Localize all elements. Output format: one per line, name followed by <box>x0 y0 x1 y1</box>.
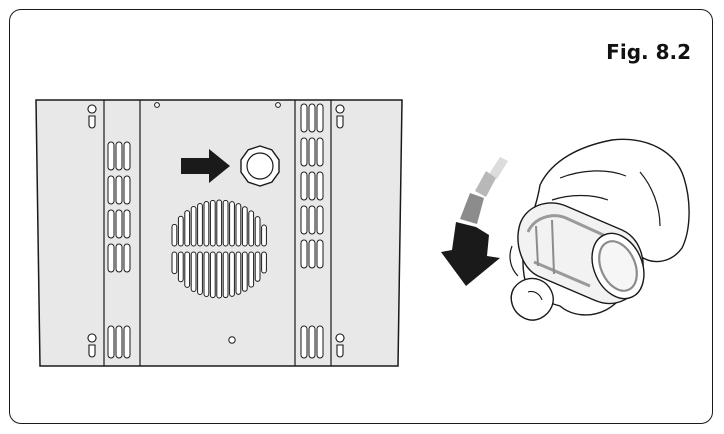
grille-slot <box>216 199 223 247</box>
grille-slot <box>190 205 197 247</box>
grille-slot <box>261 224 267 247</box>
hand-unscrewing-lamp-cover <box>441 138 690 321</box>
vent-slot <box>300 325 308 359</box>
grille-slot <box>209 199 216 247</box>
screw-hole <box>228 336 236 344</box>
vent-slot <box>123 175 131 205</box>
grille-slot <box>197 203 203 247</box>
oven-back-panel <box>35 99 403 367</box>
hand-thumb <box>510 277 554 321</box>
vent-slot <box>316 239 324 269</box>
grille-slot <box>171 223 178 247</box>
vent-slot <box>316 205 324 235</box>
grille-slot <box>229 201 235 247</box>
keyhole-slot-icon <box>335 333 345 358</box>
screw-hole <box>154 102 160 108</box>
vent-slot <box>300 171 308 201</box>
grille-slot <box>241 251 248 292</box>
grille-slot <box>190 251 197 293</box>
grille-slot <box>254 251 261 282</box>
vent-slot <box>308 171 316 201</box>
vent-slot <box>300 137 308 167</box>
vent-slot <box>308 325 316 359</box>
grille-slot <box>171 251 178 275</box>
vent-slot <box>115 209 123 239</box>
vent-slot <box>115 325 123 359</box>
grille-slot <box>261 251 267 274</box>
vent-slot <box>316 103 324 133</box>
vent-slot <box>107 175 115 205</box>
vent-slot <box>107 209 115 239</box>
counterclockwise-rotation-arrow-icon <box>441 157 508 286</box>
grille-slot <box>241 206 248 247</box>
grille-slot <box>235 251 242 295</box>
vent-slot <box>308 205 316 235</box>
vent-slot <box>316 171 324 201</box>
vent-slot <box>123 325 131 359</box>
grille-slot <box>184 251 191 288</box>
grille-slot <box>197 251 203 295</box>
grille-slot <box>177 251 184 283</box>
keyhole-slot-icon <box>87 104 97 129</box>
grille-slot <box>254 216 261 247</box>
vent-slot <box>308 239 316 269</box>
vent-slot <box>300 103 308 133</box>
grille-slot <box>177 215 184 247</box>
vent-slot <box>316 325 324 359</box>
vent-slot <box>300 205 308 235</box>
vent-slot <box>115 141 123 171</box>
grille-slot <box>203 251 210 297</box>
grille-slot <box>248 251 255 288</box>
figure-frame <box>9 9 713 424</box>
grille-slot <box>235 203 242 247</box>
grille-slot <box>248 210 255 247</box>
vent-slot <box>308 103 316 133</box>
grille-slot <box>184 210 191 247</box>
vent-slot <box>123 209 131 239</box>
vent-slot <box>107 325 115 359</box>
grille-slot <box>222 199 229 247</box>
keyhole-slot-icon <box>87 333 97 358</box>
keyhole-slot-icon <box>335 104 345 129</box>
vent-slot <box>107 243 115 273</box>
vent-slot <box>107 141 115 171</box>
lamp-cover <box>240 145 280 187</box>
vent-slot <box>300 239 308 269</box>
left-vent-slots <box>107 141 131 359</box>
right-vent-slots <box>300 103 324 359</box>
vent-slot <box>316 137 324 167</box>
screw-hole <box>275 102 281 108</box>
vent-slot <box>123 141 131 171</box>
grille-slot <box>229 251 235 297</box>
vent-slot <box>115 243 123 273</box>
grille-slot <box>222 251 229 299</box>
right-arrow-icon <box>181 149 230 183</box>
grille-slot <box>203 201 210 247</box>
lamp-cover-in-hand <box>509 202 645 305</box>
vent-slot <box>115 175 123 205</box>
fan-grille <box>171 199 267 299</box>
lamp-cover-inner <box>246 152 274 180</box>
grille-slot <box>216 251 223 299</box>
figure-label: Fig. 8.2 <box>606 40 691 64</box>
grille-slot <box>209 251 216 299</box>
vent-slot <box>123 243 131 273</box>
vent-slot <box>308 137 316 167</box>
